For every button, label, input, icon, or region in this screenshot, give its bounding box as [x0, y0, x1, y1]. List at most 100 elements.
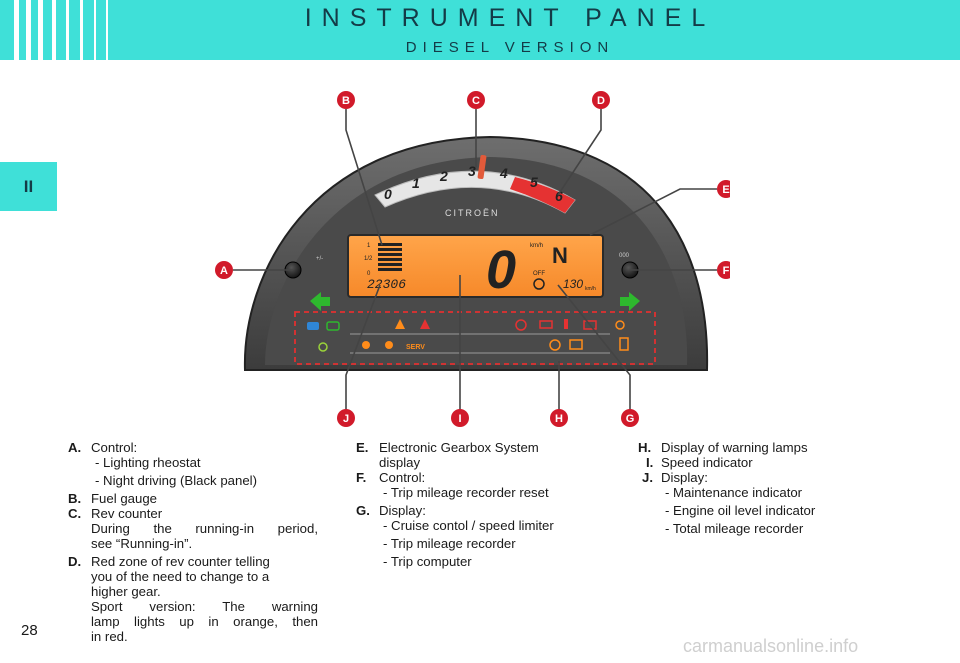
right-button-label: 000	[619, 253, 630, 259]
header-stripe	[14, 0, 19, 60]
callout-line-g	[557, 284, 631, 412]
legend-column-1: A. Control: - Lighting rheostat - Night …	[68, 440, 318, 644]
callout-d-marker	[592, 91, 610, 109]
legend-text: display	[379, 455, 421, 470]
legend-text: - Total mileage recorder	[665, 521, 804, 536]
legend-text: higher gear.	[91, 584, 161, 599]
callout-d-label: D	[597, 95, 605, 107]
callout-e-label: E	[722, 184, 729, 196]
warning-lamps-area	[294, 311, 656, 365]
fuel-gauge-bars	[378, 243, 402, 271]
legend-item-h: H. Display of warning lamps	[638, 440, 868, 455]
fuel-half-label: 1/2	[364, 256, 373, 262]
callout-c-marker	[467, 91, 485, 109]
header-stripe	[38, 0, 43, 60]
speed-display: 0	[486, 240, 516, 300]
lcd-display	[347, 234, 604, 298]
brand-logo: CITROËN	[445, 208, 500, 218]
callout-a-marker	[215, 261, 233, 279]
legend-text: Display:	[661, 470, 708, 485]
callout-line-b	[345, 109, 383, 246]
callout-line-e	[589, 188, 717, 236]
left-button-label: +/-	[316, 256, 323, 262]
cruise-status: OFF	[533, 271, 545, 277]
legend-text: Control:	[91, 440, 138, 455]
legend-text: During the running-in period,	[91, 521, 318, 536]
legend-text: - Lighting rheostat	[95, 455, 201, 470]
legend-item-i: I. Speed indicator	[638, 455, 868, 470]
gear-display: N	[552, 243, 568, 268]
section-header: INSTRUMENT PANEL DIESEL VERSION	[0, 0, 960, 60]
legend-key: F.	[356, 470, 367, 485]
legend-text: see “Running-in”.	[91, 536, 193, 551]
callout-j-marker	[337, 409, 355, 427]
rev-counter-red-zone	[510, 177, 575, 213]
legend-text: in red.	[91, 629, 128, 644]
header-stripe	[52, 0, 56, 60]
legend-text: Red zone of rev counter telling	[91, 554, 270, 569]
callout-e-marker	[717, 180, 730, 198]
callout-line-j	[345, 284, 381, 412]
legend-item-j: J. Display: - Maintenance indicator - En…	[638, 470, 868, 536]
legend-key: D.	[68, 554, 82, 569]
fuel-empty-label: 0	[367, 271, 371, 277]
legend-text: you of the need to change to a	[91, 569, 270, 584]
legend-key: E.	[356, 440, 369, 455]
callout-j-label: J	[343, 413, 349, 425]
callout-h-marker	[550, 409, 568, 427]
header-stripe	[94, 0, 96, 60]
legend-text: - Engine oil level indicator	[665, 503, 816, 518]
callout-line-d	[557, 109, 602, 196]
legend-text: Display of warning lamps	[661, 440, 808, 455]
watermark[interactable]: carmanualsonline.info	[683, 636, 859, 656]
callout-g-label: G	[626, 413, 635, 425]
rev-tick-label: 1	[412, 175, 420, 191]
legend-item-d: D. Red zone of rev counter telling you o…	[68, 554, 318, 644]
legend-text: Sport version: The warning	[91, 599, 318, 614]
legend-item-b: B. Fuel gauge	[68, 491, 318, 506]
legend-text: lamp lights up in orange, then	[91, 614, 318, 629]
legend-key: B.	[68, 491, 82, 506]
serv-label: SERV	[406, 344, 425, 351]
callout-b-marker	[337, 91, 355, 109]
speed-unit: km/h	[530, 243, 543, 249]
legend-text: - Night driving (Black panel)	[95, 473, 257, 488]
legend-text: - Trip computer	[383, 554, 472, 569]
legend-text: Speed indicator	[661, 455, 753, 470]
right-turn-arrow	[620, 292, 640, 311]
legend-text: Rev counter	[91, 506, 163, 521]
legend-key: G.	[356, 503, 370, 518]
trip-value: 130	[563, 277, 583, 291]
legend-item-g: G. Display: - Cruise contol / speed limi…	[356, 503, 606, 569]
header-stripe	[80, 0, 83, 60]
left-turn-arrow	[310, 292, 330, 311]
page-subtitle: DIESEL VERSION	[405, 39, 615, 56]
rev-tick-label: 3	[468, 163, 476, 179]
legend-key: H.	[638, 440, 652, 455]
callout-i-label: I	[458, 413, 461, 425]
callout-b-label: B	[342, 95, 350, 107]
callout-f-label: F	[723, 265, 730, 277]
legend-column-2: E. Electronic Gearbox System display F. …	[356, 440, 606, 569]
fuel-full-label: 1	[367, 243, 371, 249]
legend-item-a: A. Control: - Lighting rheostat - Night …	[68, 440, 318, 488]
callout-i-marker	[451, 409, 469, 427]
callout-h-label: H	[555, 413, 563, 425]
legend-item-c: C. Rev counter During the running-in per…	[68, 506, 318, 551]
page-title: INSTRUMENT PANEL	[304, 4, 716, 32]
legend-text: - Cruise contol / speed limiter	[383, 518, 554, 533]
chapter-tab: II	[0, 162, 57, 211]
legend-text: - Maintenance indicator	[665, 485, 803, 500]
trip-unit: km/h	[585, 286, 596, 292]
legend-text: Fuel gauge	[91, 491, 157, 506]
legend-text: Display:	[379, 503, 426, 518]
rev-tick-label: 0	[384, 186, 392, 202]
legend-item-e: E. Electronic Gearbox System display	[356, 440, 606, 470]
legend-key: A.	[68, 440, 82, 455]
rev-needle	[477, 154, 487, 180]
odometer-display: 22306	[367, 277, 406, 292]
header-stripe	[26, 0, 31, 60]
legend-text: Control:	[379, 470, 426, 485]
rev-tick-label: 4	[499, 165, 508, 181]
page-number: 28	[21, 622, 38, 639]
